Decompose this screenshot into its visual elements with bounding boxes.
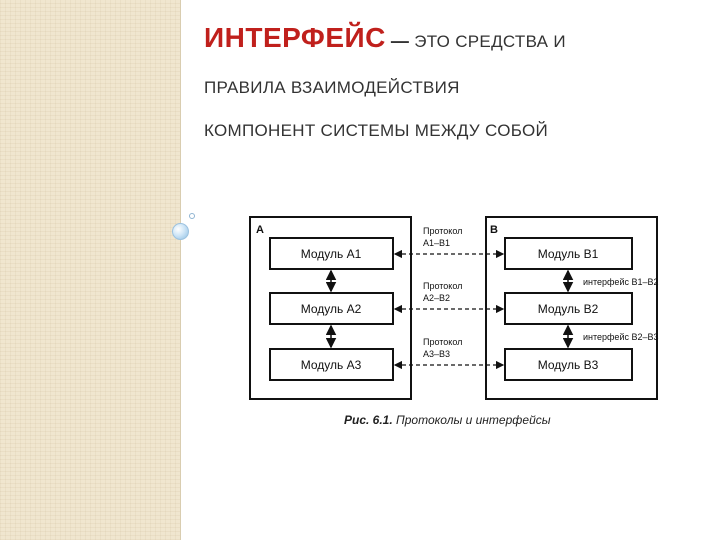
title-line-3: КОМПОНЕНТ СИСТЕМЫ МЕЖДУ СОБОЙ bbox=[204, 121, 549, 140]
module-b3-label: Модуль В3 bbox=[538, 358, 599, 372]
title-line-1: ИНТЕРФЕЙС — ЭТО СРЕДСТВА И bbox=[204, 22, 566, 54]
title-accent-word: ИНТЕРФЕЙС bbox=[204, 22, 386, 53]
title-dash: — bbox=[390, 31, 410, 51]
module-a3: Модуль А3 bbox=[269, 348, 394, 381]
protocol-3-title: Протокол bbox=[423, 337, 462, 347]
module-a1-label: Модуль А1 bbox=[301, 247, 362, 261]
module-b2: Модуль В2 bbox=[504, 292, 633, 325]
system-b-label: В bbox=[490, 224, 498, 236]
protocol-1-title: Протокол bbox=[423, 226, 462, 236]
interface-b2-b3-label: интерфейс В2–В3 bbox=[583, 332, 659, 342]
title-line-1-rest: ЭТО СРЕДСТВА И bbox=[414, 32, 566, 51]
decorative-sidebar bbox=[0, 0, 180, 540]
protocol-2-pair: А2–В2 bbox=[423, 293, 450, 303]
protocol-1-pair: А1–В1 bbox=[423, 238, 450, 248]
module-a1: Модуль А1 bbox=[269, 237, 394, 270]
system-a-label: A bbox=[256, 224, 264, 236]
title-line-2: ПРАВИЛА ВЗАИМОДЕЙСТВИЯ bbox=[204, 78, 460, 97]
module-b2-label: Модуль В2 bbox=[538, 302, 599, 316]
bullet-bubble-icon bbox=[172, 223, 189, 240]
figure-caption: Рис. 6.1. Протоколы и интерфейсы bbox=[344, 413, 551, 427]
figure-caption-number: Рис. 6.1. bbox=[344, 413, 393, 427]
figure-caption-text: Протоколы и интерфейсы bbox=[393, 413, 551, 427]
module-a3-label: Модуль А3 bbox=[301, 358, 362, 372]
bullet-dot-icon bbox=[189, 213, 195, 219]
protocol-3-pair: А3–В3 bbox=[423, 349, 450, 359]
module-b1: Модуль В1 bbox=[504, 237, 633, 270]
interface-b1-b2-label: интерфейс В1–В2 bbox=[583, 277, 659, 287]
module-b3: Модуль В3 bbox=[504, 348, 633, 381]
protocol-2-title: Протокол bbox=[423, 281, 462, 291]
module-a2-label: Модуль А2 bbox=[301, 302, 362, 316]
sidebar-edge bbox=[180, 0, 181, 540]
module-a2: Модуль А2 bbox=[269, 292, 394, 325]
module-b1-label: Модуль В1 bbox=[538, 247, 599, 261]
